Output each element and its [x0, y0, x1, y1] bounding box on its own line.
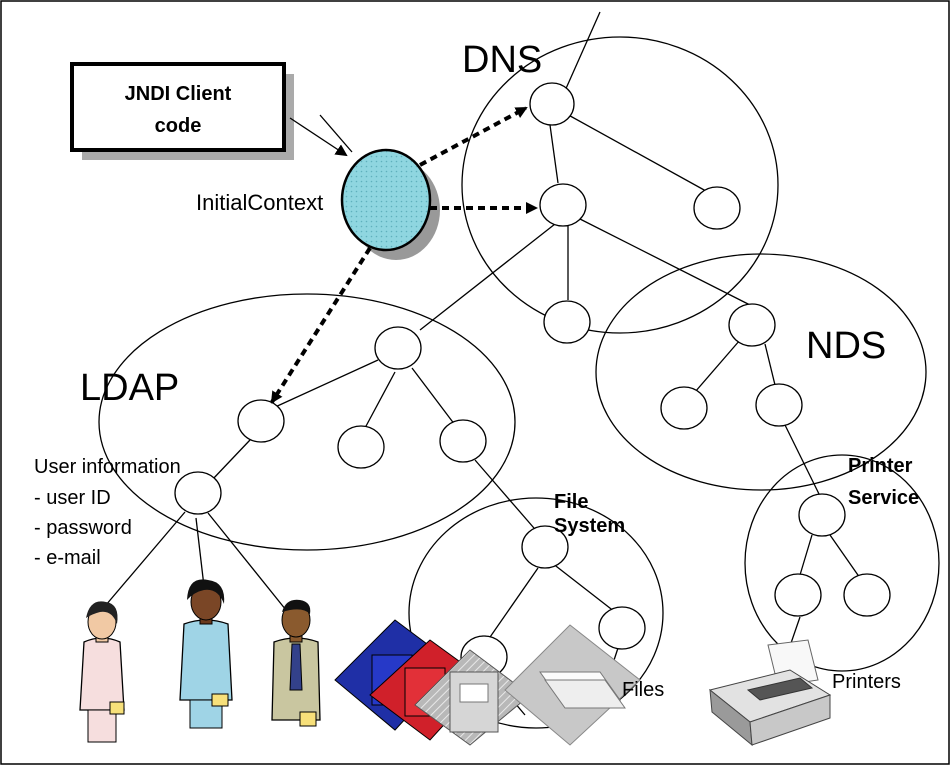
person-man-icon [271, 599, 321, 727]
ldap-root-node [374, 326, 422, 370]
printer-service-label-line1: Printer [848, 455, 913, 477]
client-box-line2: code [155, 115, 202, 137]
nds-leaf-node [660, 386, 708, 430]
ldap-leaf-node-2 [439, 419, 487, 463]
ldap-child-node [237, 399, 285, 443]
user-info-node [174, 471, 222, 515]
file-system-root-node [521, 525, 569, 569]
user-info-item-email: - e-mail [34, 547, 101, 569]
ldap-leaf-node [337, 425, 385, 469]
user-info-item-user-id: - user ID [34, 487, 111, 509]
user-info-item-password: - password [34, 517, 132, 539]
initial-context-node [340, 148, 440, 260]
printer-service-label-line2: Service [848, 487, 919, 509]
dns-leaf-node [693, 186, 741, 230]
directory-node-2 [598, 606, 646, 650]
tree-edges [99, 11, 861, 719]
dns-leaf-node-2 [543, 300, 591, 344]
dns-label: DNS [462, 39, 542, 81]
file-system-label-line1: File [554, 491, 588, 513]
nds-label: NDS [806, 325, 886, 367]
printers-label: Printers [832, 671, 901, 693]
printer-service-namespace [744, 454, 940, 672]
file-system-label-line2: System [554, 515, 625, 537]
printer-icon [708, 639, 832, 747]
jndi-client-box: JNDI Client code [70, 62, 294, 160]
file-system-namespace [408, 497, 664, 729]
tree-nodes [174, 82, 891, 679]
ldap-namespace [98, 293, 516, 551]
client-to-context-arrow [289, 117, 348, 157]
initial-context-label: InitialContext [196, 190, 323, 215]
person-woman-icon [79, 601, 125, 743]
user-info-title: User information [34, 456, 181, 478]
printer-node [774, 573, 822, 617]
nds-leaf-node-2 [755, 383, 803, 427]
printer-node-2 [843, 573, 891, 617]
dns-namespace [461, 36, 779, 334]
lookup-arrows [270, 106, 538, 404]
person-woman-2-icon [179, 579, 233, 729]
nds-namespace [595, 253, 927, 491]
dns-child-node [539, 183, 587, 227]
printer-service-root-node [798, 493, 846, 537]
dns-root-node [529, 82, 575, 126]
client-box-line1: JNDI Client [125, 83, 232, 105]
files-label: Files [622, 679, 664, 701]
file-icon-book [414, 649, 531, 746]
ldap-label: LDAP [80, 367, 179, 409]
file-icon-papers [504, 624, 641, 746]
nds-root-node [728, 303, 776, 347]
